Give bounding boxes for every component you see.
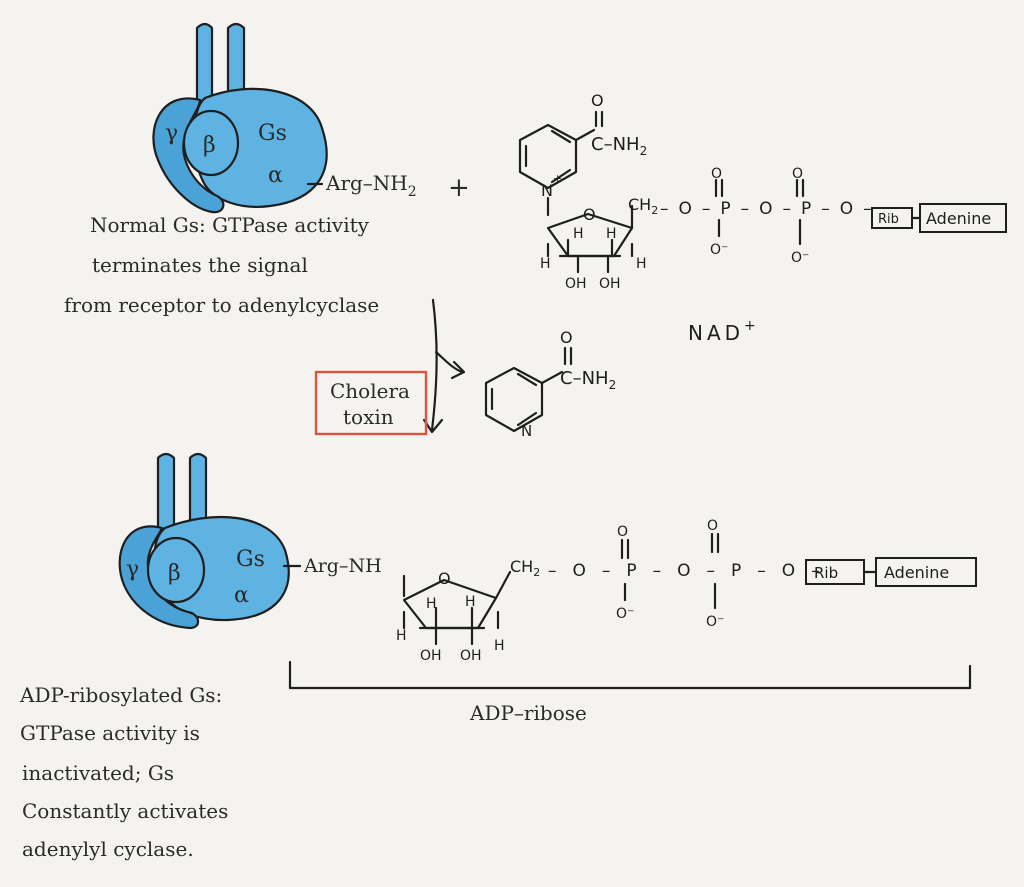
bottom-arg-label: Arg–NH [303,555,382,577]
bottom-beta-label: β [168,561,181,586]
nad-name: NAD+ [688,318,760,345]
bottom-caption-line-3: inactivated; Gs [22,761,174,785]
nicotinamide-carbonyl-o: O [560,328,573,347]
nad-h-2: H [606,226,617,242]
adp-h-1: H [426,596,437,612]
bottom-g-protein: γ β Gs α Arg–NH [118,452,382,630]
release-arrow [434,350,464,374]
bottom-gamma-label: γ [126,557,139,582]
bottom-beta-blob [146,536,206,604]
nicotinamide-ring-n: N [521,422,532,440]
reaction-arrow [430,298,438,432]
nicotinamide-amide: C–NH2 [560,368,616,392]
bottom-caption-line-4: Constantly activates [22,799,228,823]
top-alpha-label: α [268,163,283,188]
nad-ribose-o: O [583,205,596,224]
nad-carbonyl-o: O [591,91,604,110]
nad-o-top-1: O [711,166,722,182]
bottom-caption-line-5: adenylyl cyclase. [22,837,194,861]
nad-ring-nitrogen: N [541,181,553,200]
bottom-caption-line-1: ADP-ribosylated Gs: [19,683,222,707]
top-beta-label: β [203,133,216,158]
nad-h-1: H [573,226,584,242]
bottom-alpha-label: α [234,583,249,608]
adp-o-top-2: O [707,518,718,534]
top-g-protein: γ β Gs α Arg–NH2 + [152,22,470,214]
adp-oh-1: OH [420,648,442,664]
adp-h-3: H [396,628,407,644]
nad-ch2: CH2 [628,195,658,217]
adp-ribose-structure: O H H H H OH OH CH2 –O–P–O–P–O– O O O⁻ O… [288,518,977,725]
top-caption-line-3: from receptor to adenylcyclase [64,293,379,317]
nad-adenine-box [919,203,1007,233]
bottom-caption-line-2: GTPase activity is [20,721,200,745]
nad-o-top-2: O [792,166,803,182]
adp-ribose-bracket [288,660,972,690]
nicotinamide-structure: N O C–NH2 [484,328,616,440]
nad-h-3: H [540,256,551,272]
nicotinamide-ring [484,366,544,433]
nad-rib-label: Rib [878,212,899,227]
adp-o-top-1: O [617,524,628,540]
adp-ribose-o: O [438,569,451,588]
bottom-gamma-blob [118,525,200,630]
adp-oh-2: OH [460,648,482,664]
cholera-toxin-reaction: Cholera toxin [314,298,466,436]
adp-o-minus-2: O⁻ [706,614,724,630]
cholera-toxin-box [314,370,428,436]
nad-oh-1: OH [565,276,587,292]
adp-ribose-ring [402,578,498,630]
nad-ribose-ring [546,212,634,258]
nad-structure: N + O C–NH2 O H H H H OH OH CH2 –O–P–O–P… [518,91,1007,345]
adp-adenine-label: Adenine [884,563,949,582]
top-caption-line-2: terminates the signal [92,253,308,277]
top-gs-label: Gs [258,121,287,146]
cholera-toxin-line-1: Cholera [330,379,410,403]
bottom-caption: ADP-ribosylated Gs: GTPase activity is i… [19,683,228,861]
adp-ribose-label: ADP–ribose [469,701,587,725]
adp-phosphate-linker: –O–P–O–P–O– [548,561,836,581]
adp-ch2: CH2 [510,557,540,579]
nad-h-4: H [636,256,647,272]
top-gamma-label: γ [165,121,178,146]
bottom-gs-label: Gs [236,547,265,572]
cholera-toxin-line-2: toxin [343,405,394,429]
top-caption-line-1: Normal Gs: GTPase activity [90,213,370,237]
top-arg-label: Arg–NH2 [325,171,417,200]
adp-rib-label: Rib [814,564,838,582]
nad-o-minus-2: O⁻ [791,250,809,266]
nad-oh-2: OH [599,276,621,292]
nad-pyridinium-ring [518,123,578,190]
nad-ring-charge: + [553,172,562,185]
top-plus-sign: + [448,173,470,203]
nad-phosphate-linker: –O–P–O–P–O– [660,199,882,219]
adp-adenine-box [875,557,977,587]
top-caption: Normal Gs: GTPase activity terminates th… [64,213,379,317]
adp-h-4: H [494,638,505,654]
top-beta-blob [182,109,240,177]
adp-h-2: H [465,594,476,610]
nad-o-minus-1: O⁻ [710,242,728,258]
nad-adenine-label: Adenine [926,209,991,228]
nad-amide: C–NH2 [591,134,647,158]
adp-o-minus-1: O⁻ [616,606,634,622]
release-arrow-head [450,360,466,380]
